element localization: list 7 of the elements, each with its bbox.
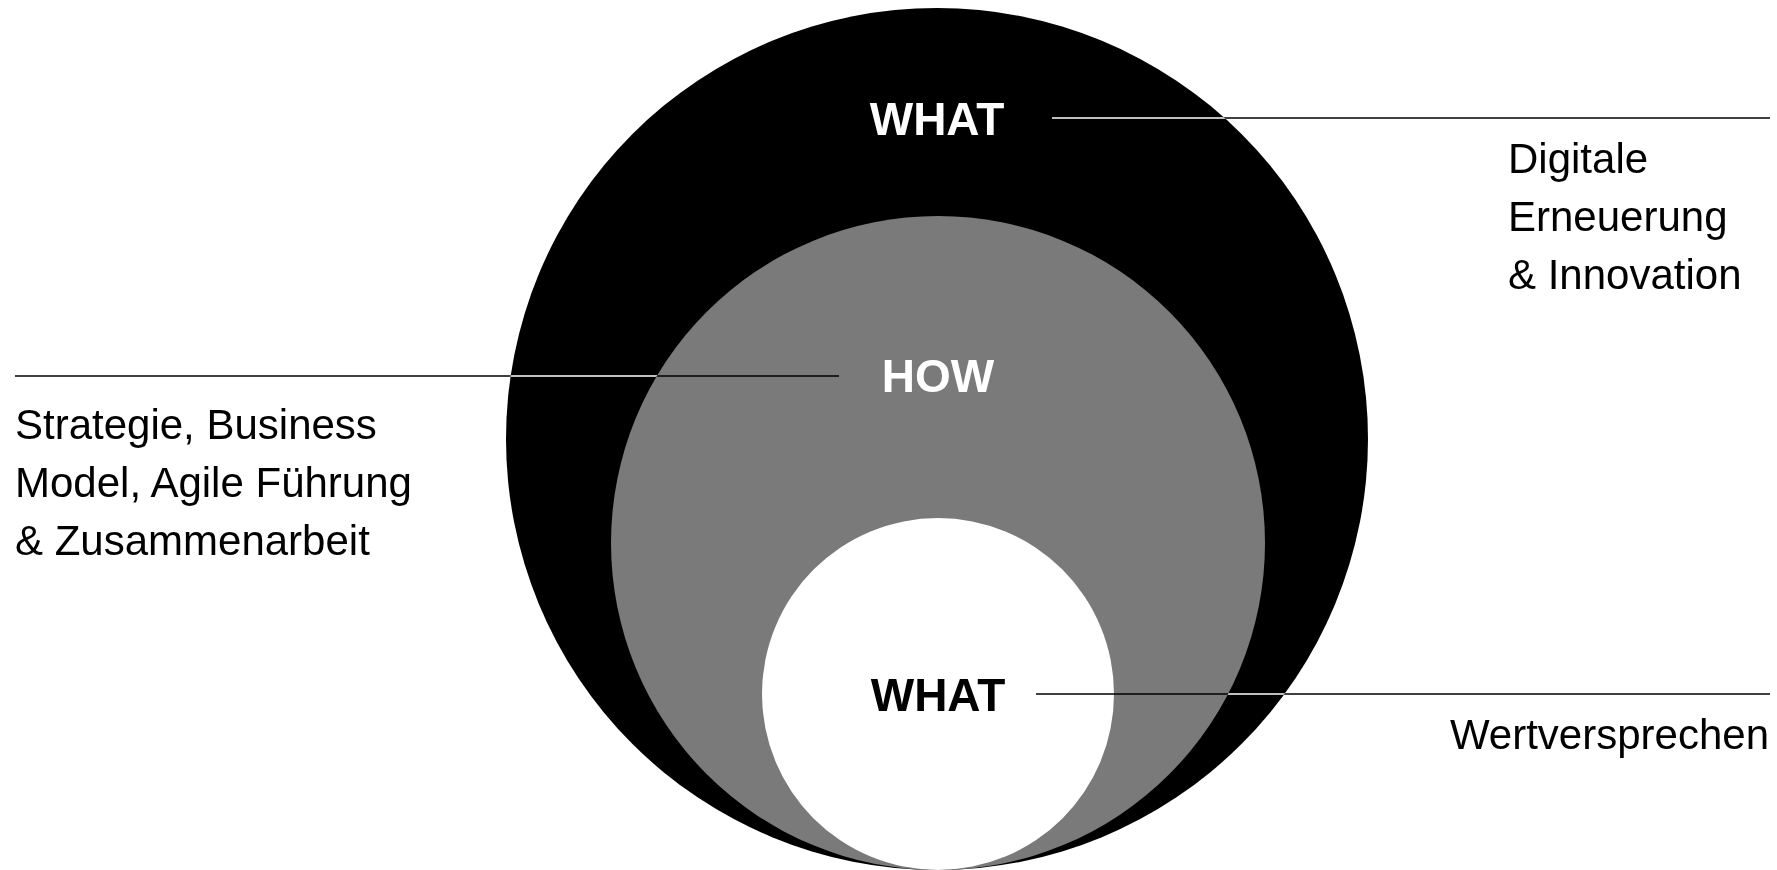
leader-line — [1035, 693, 1771, 695]
annotation-text: Strategie, Business Model, Agile Führung & Zusammenarbeit — [15, 400, 413, 566]
circle-label: WHAT — [869, 96, 1005, 142]
annotation-text: Digitale Erneuerung & Innovation — [1508, 134, 1743, 300]
annotation-text: Wertversprechen — [1448, 710, 1769, 760]
circle-label: WHAT — [870, 672, 1006, 718]
circle-label: HOW — [881, 353, 995, 399]
